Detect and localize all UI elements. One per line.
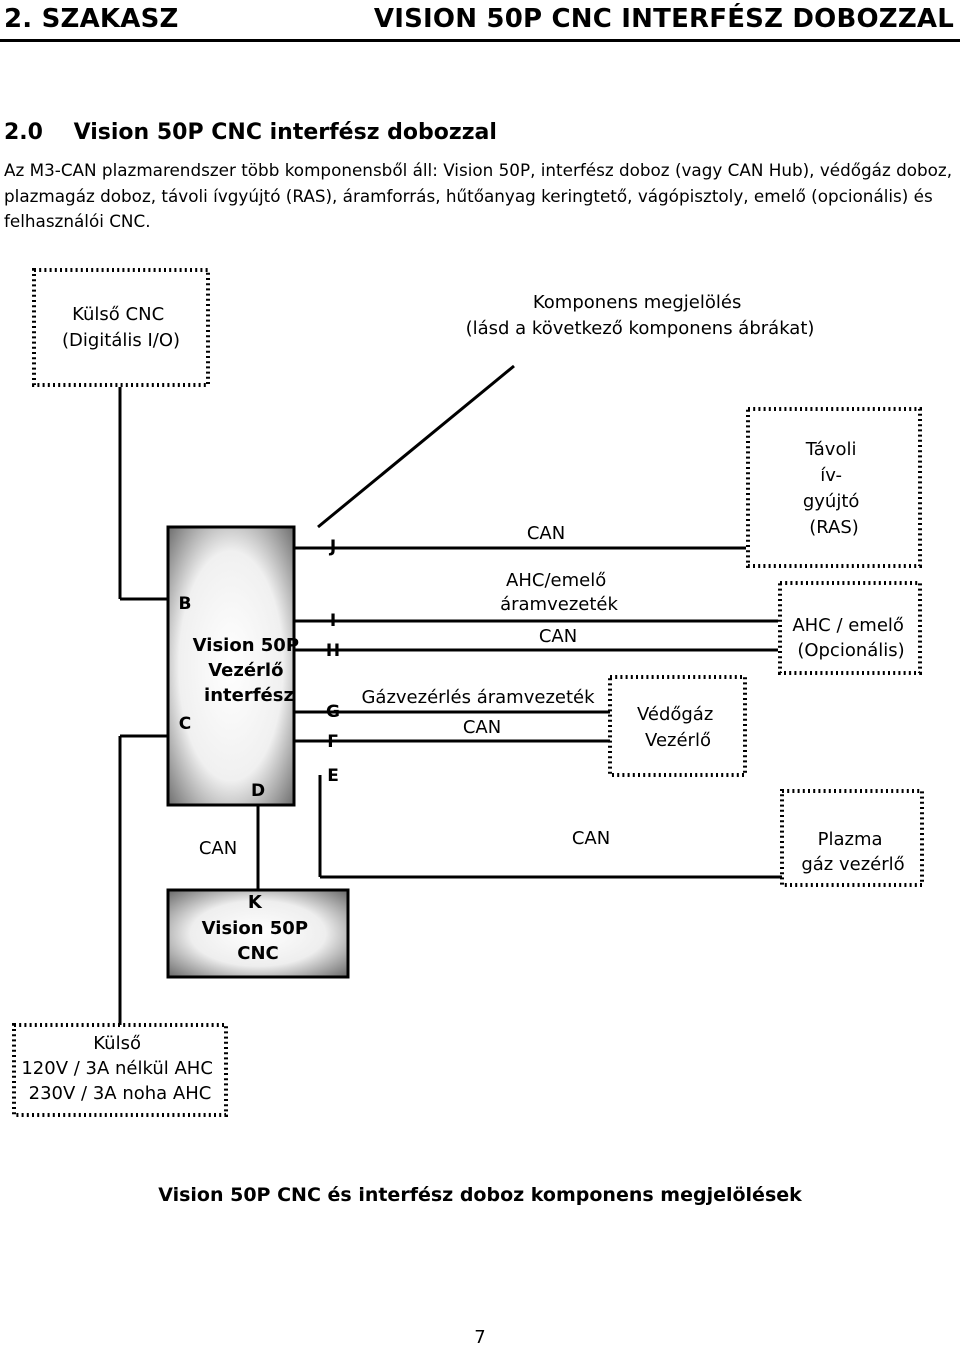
pin-b: B bbox=[179, 594, 192, 614]
pin-h: H bbox=[326, 641, 340, 661]
interface-label: Vision 50P Vezérlő interfész bbox=[193, 635, 306, 706]
gas-cable-label: Gázvezérlés áramvezeték bbox=[361, 687, 595, 708]
page-number: 7 bbox=[474, 1327, 486, 1348]
shield-gas-box bbox=[608, 675, 747, 777]
wire-component-pointer bbox=[317, 364, 515, 529]
pin-e: E bbox=[327, 766, 339, 786]
section-title: 2.0 Vision 50P CNC interfész dobozzal bbox=[4, 120, 497, 145]
pin-i: I bbox=[330, 611, 336, 631]
section-label: 2. SZAKASZ bbox=[4, 4, 179, 34]
figure-caption: Vision 50P CNC és interfész doboz kompon… bbox=[158, 1184, 802, 1206]
plasma-gas-label: Plazma gáz vezérlő bbox=[801, 829, 904, 875]
can-top-label: CAN bbox=[527, 523, 565, 544]
ext-power-box bbox=[12, 1023, 228, 1117]
pin-d: D bbox=[251, 781, 265, 801]
can-ahc-label: CAN bbox=[539, 626, 577, 647]
can-plasma-label: CAN bbox=[572, 828, 610, 849]
can-gas-label: CAN bbox=[463, 717, 501, 738]
ahc-cable-label: AHC/emelő áramvezeték bbox=[500, 570, 618, 615]
can-cnc-label: CAN bbox=[199, 838, 237, 859]
ext-cnc-label: Külső CNC (Digitális I/O) bbox=[62, 304, 180, 351]
component-note: Komponens megjelölés (lásd a következő k… bbox=[466, 292, 815, 339]
ahc-label: AHC / emelő (Opcionális) bbox=[792, 615, 909, 661]
ras-box bbox=[746, 407, 922, 568]
ext-cnc-box bbox=[32, 268, 210, 387]
interface-unit bbox=[166, 525, 296, 807]
page-header: 2. SZAKASZ VISION 50P CNC INTERFÉSZ DOBO… bbox=[0, 0, 960, 42]
pin-f: F bbox=[327, 732, 339, 752]
shield-gas-label: Védőgáz Vezérlő bbox=[637, 704, 719, 751]
pin-j: J bbox=[329, 537, 336, 557]
ahc-box bbox=[778, 581, 922, 675]
pin-c: C bbox=[179, 714, 191, 734]
ras-label: Távoli ív- gyújtó (RAS) bbox=[803, 439, 865, 538]
pin-g: G bbox=[326, 702, 340, 722]
intro-paragraph: Az M3-CAN plazmarendszer több komponensb… bbox=[4, 160, 953, 231]
ext-power-label: Külső 120V / 3A nélkül AHC 230V / 3A noh… bbox=[21, 1033, 218, 1104]
header-title: VISION 50P CNC INTERFÉSZ DOBOZZAL bbox=[373, 4, 954, 34]
plasma-gas-box bbox=[780, 789, 924, 887]
cnc-unit-label: K Vision 50P CNC bbox=[202, 892, 315, 964]
cnc-unit bbox=[166, 888, 350, 979]
wires bbox=[118, 364, 782, 1025]
